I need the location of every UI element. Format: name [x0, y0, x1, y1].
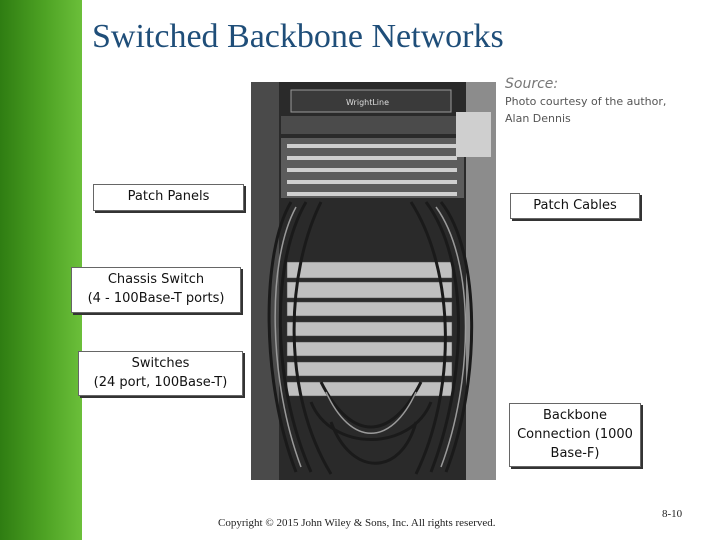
green-sidebar	[0, 0, 82, 540]
backbone-text-1: Backbone	[542, 408, 607, 423]
copyright-footer: Copyright © 2015 John Wiley & Sons, Inc.…	[218, 517, 496, 529]
switches-label: Switches (24 port, 100Base-T)	[78, 351, 243, 396]
page-number: 8-10	[662, 508, 683, 520]
rack-illustration: WrightLine	[251, 82, 496, 480]
patch-panels-text: Patch Panels	[127, 189, 210, 204]
switches-text-2: (24 port, 100Base-T)	[93, 375, 228, 390]
backbone-text-2: Connection (1000	[517, 427, 633, 442]
patch-cables-text: Patch Cables	[533, 198, 617, 213]
chassis-switch-text-2: (4 - 100Base-T ports)	[87, 291, 225, 306]
photo-source-note: Source: Photo courtesy of the author, Al…	[505, 76, 666, 127]
network-rack-photo: WrightLine	[251, 82, 496, 480]
switches-text-1: Switches	[131, 356, 190, 371]
patch-cables-label: Patch Cables	[510, 193, 640, 219]
source-line-1: Photo courtesy of the author,	[505, 95, 667, 108]
chassis-switch-text-1: Chassis Switch	[107, 272, 205, 287]
source-line-2: Alan Dennis	[505, 112, 571, 125]
slide-title: Switched Backbone Networks	[92, 18, 504, 55]
chassis-switch-label: Chassis Switch (4 - 100Base-T ports)	[71, 267, 241, 313]
backbone-connection-label: Backbone Connection (1000 Base-F)	[509, 403, 641, 467]
patch-panels-label: Patch Panels	[93, 184, 244, 211]
backbone-text-3: Base-F)	[550, 446, 600, 461]
rack-brand-label: WrightLine	[346, 98, 389, 107]
source-heading: Source:	[505, 76, 559, 92]
